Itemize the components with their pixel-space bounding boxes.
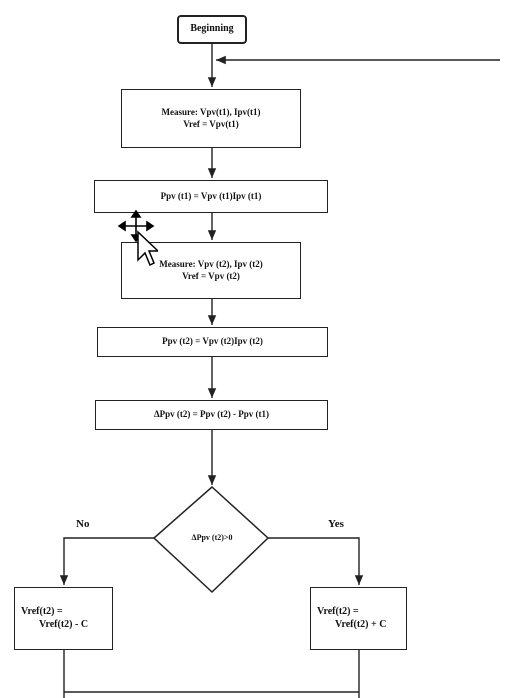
delta-box: ΔPpv (t2) = Ppv (t2) - Ppv (t1) xyxy=(95,400,328,430)
measure-2-line-2: Vref = Vpv (t2) xyxy=(182,270,240,281)
yes-label: Yes xyxy=(328,518,344,530)
decision-diamond xyxy=(152,485,270,594)
power-1-text: Ppv (t1) = Vpv (t1)Ipv (t1) xyxy=(160,190,262,201)
power-box-1: Ppv (t1) = Vpv (t1)Ipv (t1) xyxy=(94,180,328,213)
arrow-decision-yes xyxy=(268,537,364,585)
start-terminal: Beginning xyxy=(177,15,247,44)
decision-text: ΔPpv (t2)>0 xyxy=(191,533,233,542)
measure-box-1: Measure: Vpv(t1), Ipv(t1) Vref = Vpv(t1) xyxy=(121,89,301,148)
power-2-text: Ppv (t2) = Vpv (t2)Ipv (t2) xyxy=(162,336,263,347)
arrow-decision-no xyxy=(59,537,154,585)
measure-1-line-1: Measure: Vpv(t1), Ipv(t1) xyxy=(161,107,261,118)
delta-text: ΔPpv (t2) = Ppv (t2) - Ppv (t1) xyxy=(153,409,269,420)
no-box-line-2: Vref(t2) - C xyxy=(39,618,89,630)
start-label: Beginning xyxy=(190,23,234,35)
yes-branch-box: Vref(t2) = Vref(t2) + C xyxy=(310,587,407,650)
move-cursor-icon xyxy=(118,210,158,267)
measure-2-line-1: Measure: Vpv (t2), Ipv (t2) xyxy=(159,259,263,270)
yes-box-line-2: Vref(t2) + C xyxy=(335,618,387,630)
no-branch-box: Vref(t2) = Vref(t2) - C xyxy=(14,587,113,650)
no-label: No xyxy=(76,518,90,530)
yes-box-line-1: Vref(t2) = xyxy=(317,606,359,617)
power-box-2: Ppv (t2) = Vpv (t2)Ipv (t2) xyxy=(97,327,328,357)
measure-1-line-2: Vref = Vpv(t1) xyxy=(183,118,239,129)
no-box-line-1: Vref(t2) = xyxy=(21,606,63,617)
measure-box-2: Measure: Vpv (t2), Ipv (t2) Vref = Vpv (… xyxy=(121,242,301,299)
